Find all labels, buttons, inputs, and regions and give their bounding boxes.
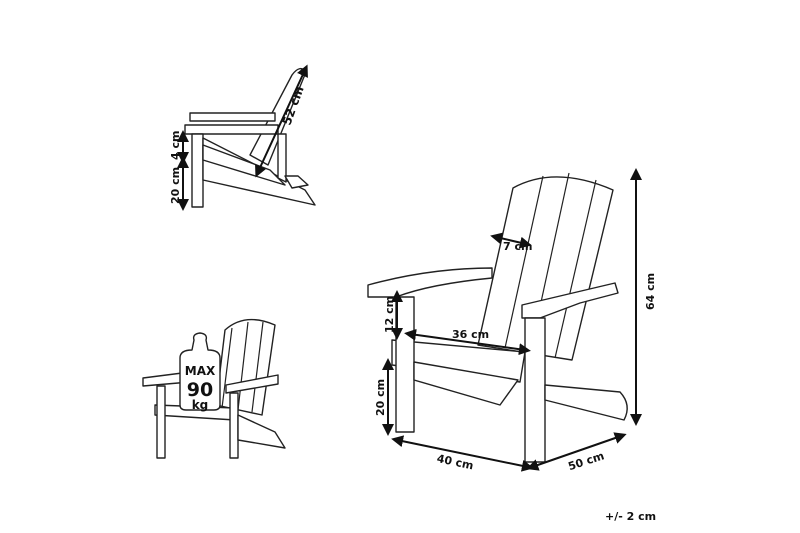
side-armrest-thickness-label: 4 cm — [169, 131, 182, 160]
side-seat-height-label: 20 cm — [169, 167, 182, 204]
load-view-chair — [142, 318, 286, 459]
front-dimensions — [382, 168, 642, 472]
weight-badge-unit: kg — [192, 398, 209, 412]
slat-width-label: 7 cm — [503, 240, 532, 253]
side-dimensions — [177, 64, 308, 211]
armrest-height-label: 12 cm — [383, 296, 396, 333]
total-height-label: 64 cm — [644, 273, 657, 310]
seat-width-label: 36 cm — [452, 328, 489, 341]
front-view-chair — [367, 172, 628, 463]
weight-badge-max: MAX — [185, 364, 216, 378]
front-seat-height-label: 20 cm — [374, 379, 387, 416]
weight-icon — [179, 332, 221, 411]
tolerance-note: +/- 2 cm — [605, 510, 656, 523]
weight-badge-value: 90 — [187, 379, 213, 401]
